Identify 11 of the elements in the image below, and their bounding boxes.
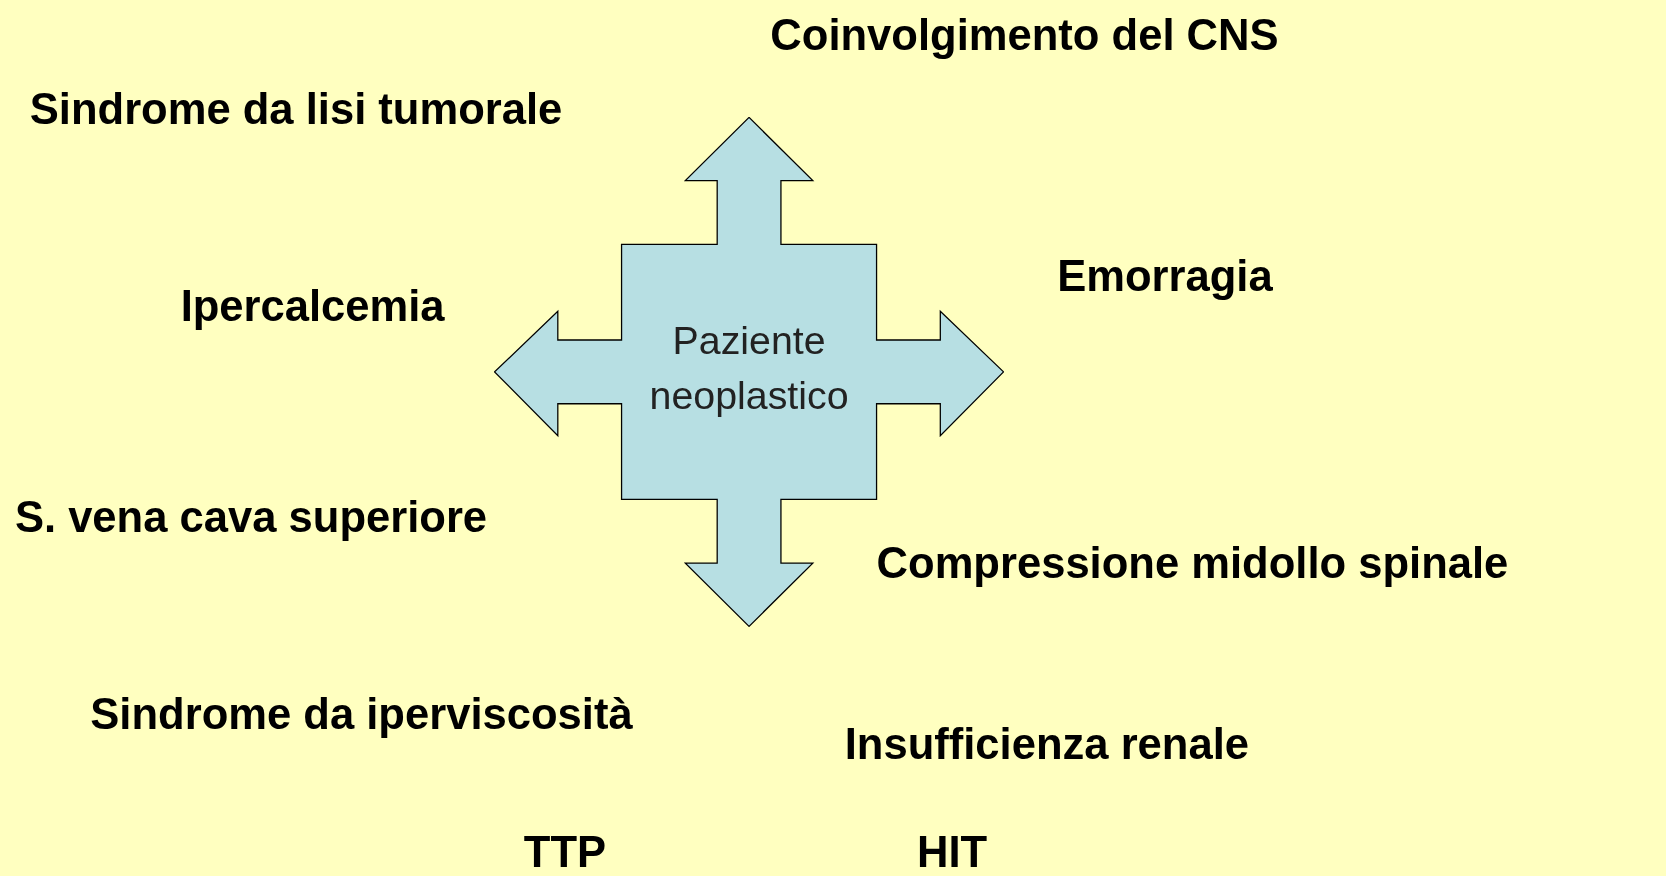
condition-label: Insufficienza renale xyxy=(844,718,1249,770)
condition-label: Sindrome da iperviscosità xyxy=(90,688,633,740)
condition-label: Emorragia xyxy=(1057,250,1273,302)
condition-label: HIT xyxy=(916,826,988,876)
condition-label: Ipercalcemia xyxy=(180,280,445,332)
node-label: Paziente neoplastico xyxy=(648,317,850,420)
condition-label: S. vena cava superiore xyxy=(14,492,488,543)
condition-label: TTP xyxy=(523,826,607,876)
condition-label: Sindrome da lisi tumorale xyxy=(29,84,563,135)
condition-label: Coinvolgimento del CNS xyxy=(770,9,1279,61)
condition-label: Compressione midollo spinale xyxy=(876,537,1509,589)
